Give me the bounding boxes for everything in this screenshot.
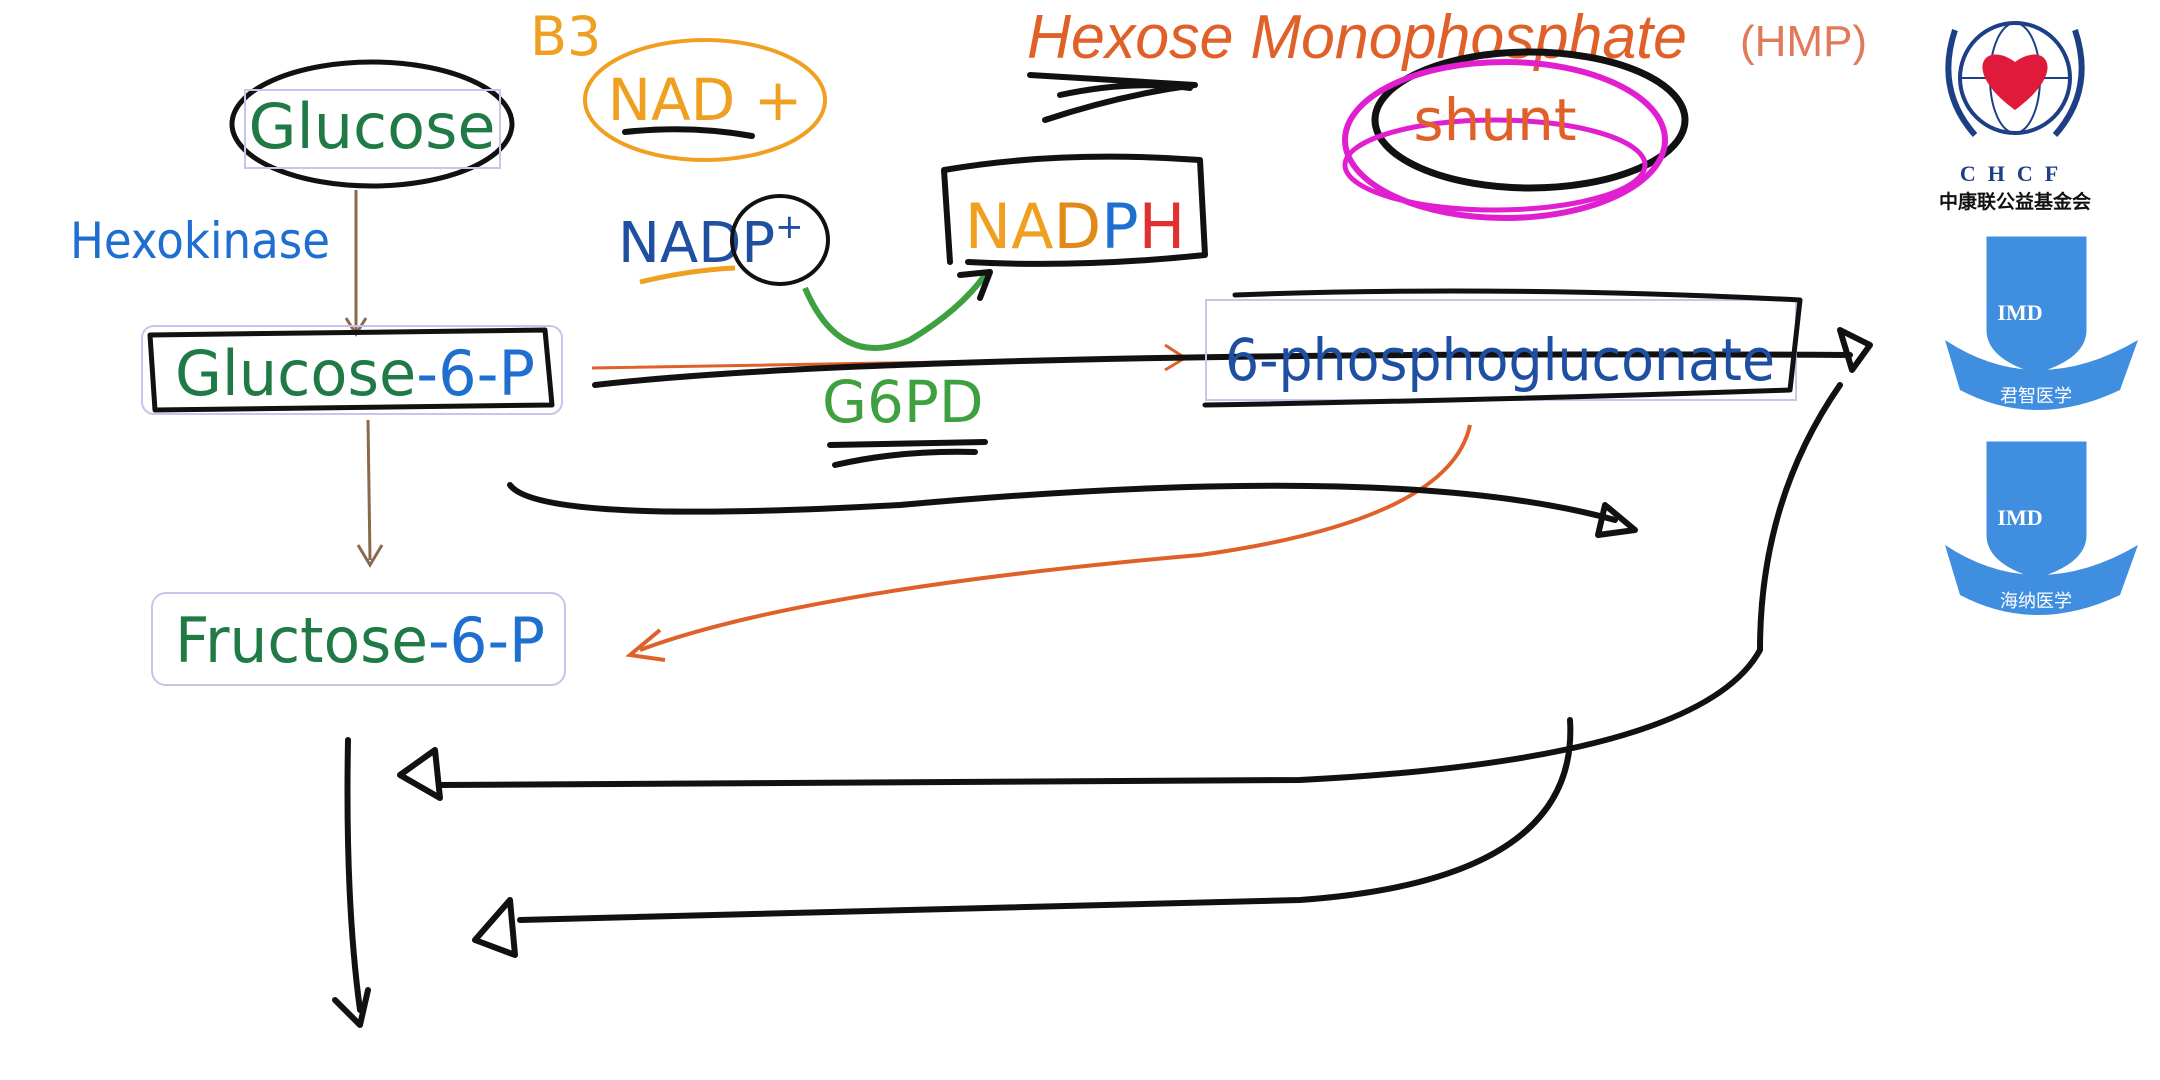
f6p-name: Fructose [175,604,428,677]
imd-junzhi-ribbon [1945,340,2138,410]
return-arrowhead-1 [397,747,443,801]
nadph-label: NADPH [965,190,1186,263]
nadp-superscript: + [775,207,804,247]
nadph-arrowhead [957,269,993,301]
return-arrowhead-2 [472,897,518,958]
g6pd-label: G6PD [822,368,983,436]
shunt-label: shunt [1413,86,1576,154]
b3-label: B3 [530,5,601,68]
implies-arrow [1027,72,1198,123]
glucose-circle [229,59,515,189]
glucose-label: Glucose [248,90,495,163]
shunt-circle-black [1371,48,1689,192]
imd-junzhi-cn-text: 君智医学 [2000,386,2072,406]
6pg-box [1202,288,1803,408]
g6p-to-6pg-black-arrow [592,327,1873,388]
6pg-to-f6p-orange-arrow [625,424,1472,662]
g6p-suffix: -6-P [416,337,535,410]
nadp-p-circle [730,194,830,286]
imd-haina-cn-text: 海纳医学 [2000,591,2072,611]
nadph-box [941,153,1208,267]
nad-circle [583,38,827,162]
chcf-wreath [1945,29,2085,137]
imd-junzhi-logo: IMD 君智医学 [1945,233,2138,410]
return-arrow-1 [437,382,1843,788]
chcf-heart [1982,54,2048,110]
chcf-cn-text: 中康联公益基金会 [1939,190,2091,213]
nad-plus-label: NAD + [608,66,803,134]
g6p-name: Glucose [175,337,416,410]
nadp-to-nadph-arrow [802,273,988,351]
loop-arrowhead-1 [1595,502,1638,538]
nad-underline [622,126,755,139]
imd-haina-mark: IMD [1997,505,2042,530]
imd-junzhi-mark: IMD [1997,300,2042,325]
return-arrow-2 [517,717,1574,923]
g6p-box [147,327,555,413]
g6p-box-outline [141,325,563,415]
nadp-text: NADP [618,211,775,276]
title-label: Hexose Monophosphate [1027,3,1687,72]
glucose-to-g6p-arrow [344,190,368,337]
chcf-en-text: CHCF [1960,161,2070,186]
imd-haina-logo: IMD 海纳医学 [1945,438,2138,615]
6pg-label: 6-phosphogluconate [1225,326,1775,394]
chcf-logo: CHCF 中康联公益基金会 [1939,21,2091,213]
f6p-box [151,592,566,686]
nadp-label: NADP+ [618,207,804,276]
shunt-circle-magenta [1342,59,1668,221]
imd-haina-ribbon [1945,545,2138,615]
nadph-p: P [1101,190,1138,263]
g6p-label: Glucose-6-P [175,337,535,410]
shunt-circle-magenta-2 [1342,117,1648,213]
f6p-label: Fructose-6-P [175,604,545,677]
down-arrowhead [332,987,371,1028]
g6pd-underline [827,439,988,468]
g6p-to-f6p-arrow [356,419,384,568]
glucose-box [244,89,501,169]
f6p-suffix: -6-P [428,604,545,677]
g6p-loop-arrow [507,482,1618,523]
nadph-h: H [1139,190,1186,263]
nadp-underline [639,265,736,285]
title-abbr-label: (HMP) [1740,17,1867,66]
hexokinase-label: Hexokinase [70,212,330,270]
down-arrow [344,737,363,1013]
nadph-na: NA [965,190,1054,263]
nadph-d: D [1054,190,1102,263]
